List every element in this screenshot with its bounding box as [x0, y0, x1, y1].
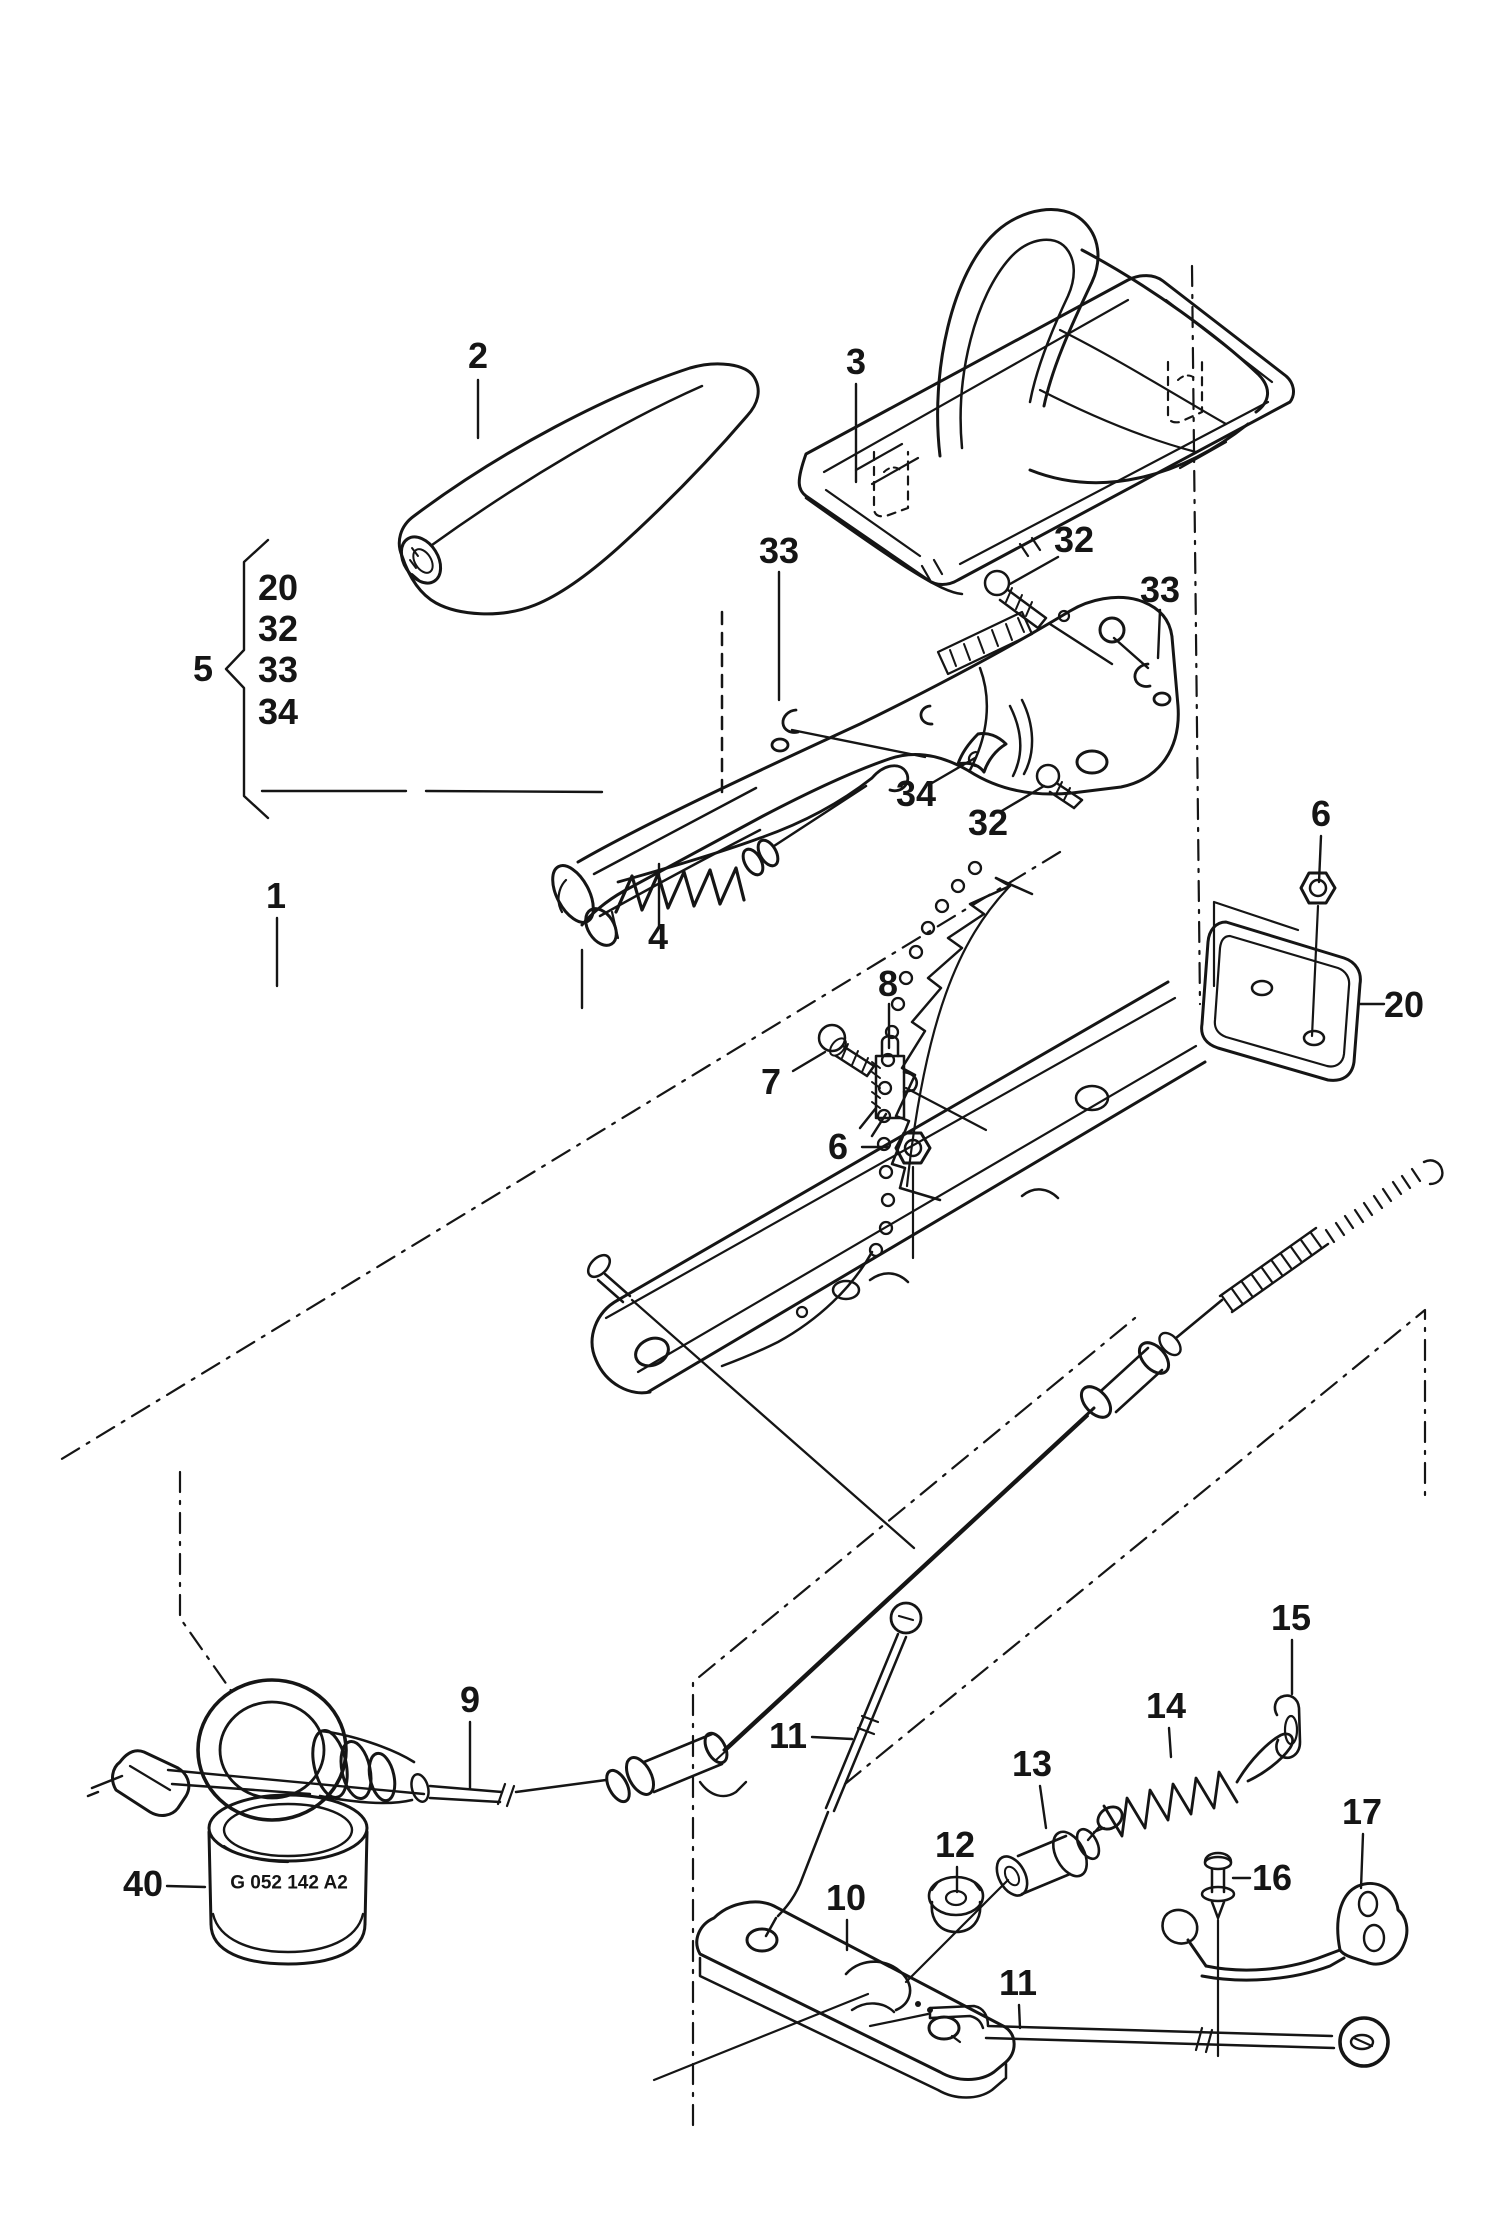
part-label-5: 5 — [192, 648, 214, 689]
part-label-5-33: 33 — [257, 649, 299, 690]
part-label-33a: 33 — [758, 530, 800, 571]
equalizer-10 — [652, 1878, 1016, 2099]
leader-lines — [165, 378, 1386, 2030]
part-4-spring-rod — [584, 784, 868, 947]
part-label-6a: 6 — [827, 1126, 849, 1167]
sleeve-13 — [995, 1826, 1106, 1897]
clip-33b — [1133, 662, 1172, 707]
part-label-32a: 32 — [1053, 519, 1095, 560]
spring-14 — [1086, 1732, 1294, 1842]
grease-can-40 — [207, 1793, 369, 1966]
rod-11a — [764, 1601, 923, 1938]
part-label-8: 8 — [877, 963, 899, 1004]
bolt-7 — [817, 1023, 876, 1078]
bracket-17 — [1161, 1882, 1409, 1982]
part-label-11a: 11 — [768, 1715, 808, 1756]
part-label-15: 15 — [1270, 1597, 1312, 1638]
construction-lines — [58, 264, 1427, 2127]
part-label-16: 16 — [1251, 1857, 1293, 1898]
part-label-40: 40 — [122, 1863, 164, 1904]
part-3-handle-cover — [797, 208, 1295, 596]
part-2-grip-cover — [397, 362, 760, 616]
part-label-9: 9 — [459, 1679, 481, 1720]
part-label-5-20: 20 — [257, 567, 299, 608]
clip-33a — [770, 708, 800, 753]
screw-32a — [983, 569, 1048, 630]
grease-can-code: G 052 142 A2 — [230, 1872, 348, 1894]
screw-32b — [1035, 763, 1084, 810]
part-label-4: 4 — [647, 916, 669, 957]
part-label-3: 3 — [845, 341, 867, 382]
part-label-14: 14 — [1145, 1685, 1187, 1726]
part-label-5-34: 34 — [257, 691, 299, 732]
console-bracket-20 — [590, 876, 1362, 1395]
part-label-34a: 34 — [895, 773, 937, 814]
part-label-32b: 32 — [967, 802, 1009, 843]
part-label-17: 17 — [1341, 1791, 1383, 1832]
clip-15 — [1273, 1694, 1302, 1760]
part-label-2: 2 — [467, 335, 489, 376]
part-label-13: 13 — [1011, 1743, 1053, 1784]
part-label-5-32: 32 — [257, 608, 299, 649]
part-label-20b: 20 — [1383, 984, 1425, 1025]
pawl-34 — [919, 704, 1008, 774]
part-label-10: 10 — [825, 1877, 867, 1918]
part-label-1: 1 — [265, 875, 287, 916]
part-label-6b: 6 — [1310, 793, 1332, 834]
rod-11b — [868, 2004, 1390, 2068]
part-label-33b: 33 — [1139, 569, 1181, 610]
front-cable-rod — [586, 1253, 916, 1550]
part-label-7: 7 — [760, 1061, 782, 1102]
part-label-11b: 11 — [998, 1962, 1038, 2003]
lever-assembly — [551, 596, 1180, 927]
part-label-12: 12 — [934, 1824, 976, 1865]
cable-9 — [86, 1159, 1444, 1822]
ratchet-coil-cable — [720, 860, 983, 1368]
